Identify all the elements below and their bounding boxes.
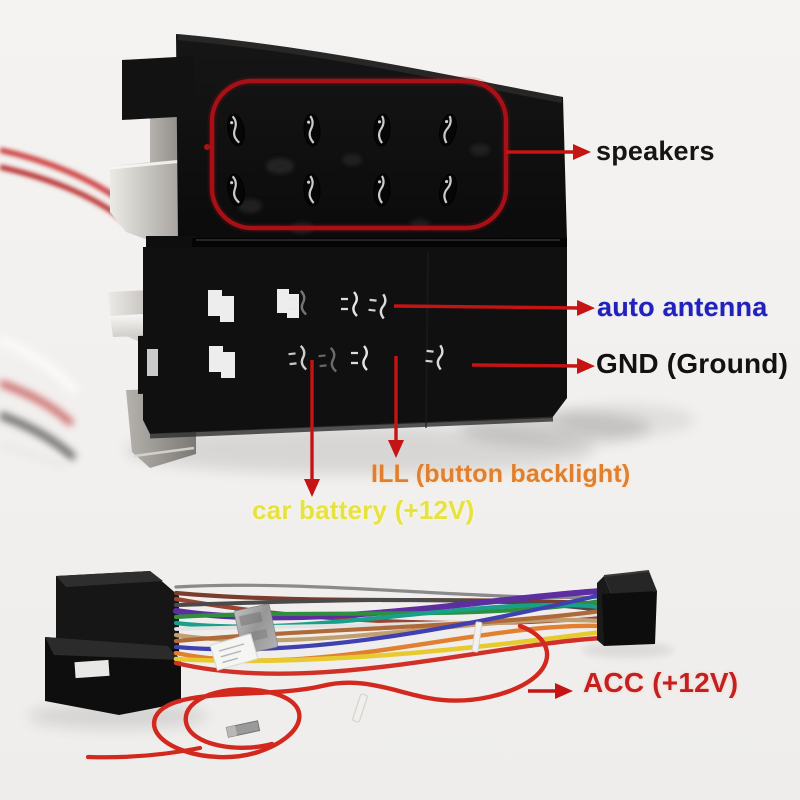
connector-shadow — [125, 404, 695, 474]
speaker-pin — [373, 173, 391, 207]
speaker-pin — [227, 113, 245, 147]
acc-red-wire — [85, 623, 550, 760]
crimp-terminal — [225, 720, 261, 738]
speaker-pin — [227, 173, 245, 207]
auto-antenna-arrow — [393, 299, 595, 316]
connector-pin — [318, 346, 338, 373]
connector-pin — [288, 289, 308, 316]
background-loose-wires — [0, 335, 80, 471]
connector-pin — [425, 344, 444, 371]
red-input-wires — [0, 147, 130, 224]
label-ill: ILL (button backlight) — [371, 460, 631, 488]
annotation-arrows — [304, 144, 595, 699]
connector-pin — [288, 344, 308, 371]
lower-pin-group — [288, 289, 444, 373]
speakers-highlight-oval — [204, 76, 511, 233]
label-car-battery: car battery (+12V) — [252, 495, 475, 525]
label-auto-antenna: auto antenna — [597, 292, 768, 322]
label-speakers: speakers — [596, 136, 715, 166]
cable-tie — [352, 693, 368, 723]
connector-pin — [351, 345, 368, 371]
connector-label-chip — [74, 659, 110, 679]
speaker-pin — [439, 113, 457, 147]
label-acc: ACC (+12V) — [583, 667, 739, 698]
speaker-pin — [303, 173, 321, 207]
connector-pin — [368, 293, 387, 320]
bundle-attachments — [209, 603, 483, 723]
harness-wire — [173, 608, 604, 644]
speaker-pin — [303, 113, 321, 147]
connector-lower-half — [143, 238, 567, 439]
white-paper-label — [209, 633, 259, 671]
speaker-pin — [439, 173, 457, 207]
speaker-pin — [373, 113, 391, 147]
harness-right-connector — [597, 570, 657, 646]
harness-left-connector — [45, 571, 181, 715]
label-gnd: GND (Ground) — [596, 348, 789, 379]
pin-group — [227, 113, 457, 207]
harness-wire — [173, 635, 604, 676]
gnd-arrow — [471, 357, 595, 374]
connector-pin — [341, 291, 358, 317]
cable-tie — [471, 621, 483, 653]
keying-tabs — [208, 289, 299, 378]
